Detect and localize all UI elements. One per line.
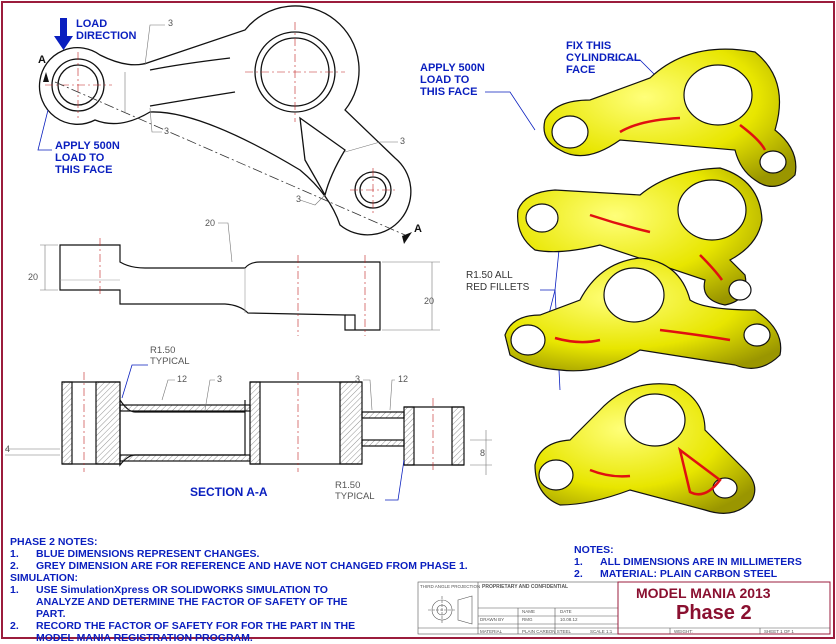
section-view [61, 381, 465, 467]
title-block [417, 581, 831, 635]
section-leaders [121, 364, 405, 501]
iso-view-4 [534, 383, 756, 514]
general-note-item: 1. ALL DIMENSIONS ARE IN MILLIMETERS [574, 556, 802, 568]
apply-load-left-label: APPLY 500N LOAD TO THIS FACE [55, 140, 120, 176]
load-direction-label: LOAD DIRECTION [76, 18, 137, 42]
side-view [59, 244, 381, 331]
dim-sec-12a: 12 [177, 374, 188, 384]
dim-sec-4: 4 [5, 444, 11, 454]
apply-load-right-label: APPLY 500N LOAD TO THIS FACE [420, 62, 485, 98]
iso-view-3 [504, 257, 782, 372]
iso-view-2 [517, 167, 763, 306]
phase-note-item: 2. GREY DIMENSION ARE FOR REFERENCE AND … [10, 560, 468, 572]
weight-label: WEIGHT: [674, 629, 693, 634]
section-title: SECTION A-A [190, 485, 268, 499]
dim-sec-8: 8 [480, 448, 486, 458]
section-arrow-right [402, 232, 412, 244]
dim-top-3a: 3 [168, 18, 174, 28]
date-value: 10.08.12 [560, 617, 578, 622]
phase-note-item: 1. BLUE DIMENSIONS REPRESENT CHANGES. [10, 548, 260, 560]
section-arrow-left [43, 72, 49, 82]
section-dims [5, 379, 492, 475]
simulation-heading: SIMULATION: [10, 572, 79, 584]
proprietary-label: PROPRIETARY AND CONFIDENTIAL [482, 584, 569, 590]
section-mark-top: A [38, 54, 46, 66]
general-notes-heading: NOTES: [574, 544, 614, 556]
fix-face-label: FIX THIS CYLINDRICAL FACE [566, 40, 641, 76]
dim-top-3c: 3 [400, 136, 406, 146]
r150-top-label: R1.50 TYPICAL [150, 345, 190, 367]
general-note-item: 2. MATERIAL: PLAIN CARBON STEEL [574, 568, 778, 580]
dim-sec-3a: 3 [217, 374, 223, 384]
dim-mid-20-right: 20 [424, 296, 435, 306]
general-notes: NOTES: 1. ALL DIMENSIONS ARE IN MILLIMET… [574, 544, 834, 580]
dim-mid-20-left: 20 [28, 272, 39, 282]
load-arrow-icon [54, 18, 73, 50]
dim-sec-3b: 3 [355, 374, 361, 384]
phase-notes-heading: PHASE 2 NOTES: [10, 536, 98, 548]
red-fillets-label: R1.50 ALL RED FILLETS [466, 270, 530, 293]
drawing-title: MODEL MANIA 2013 [636, 585, 771, 601]
dim-sec-12b: 12 [398, 374, 409, 384]
iso-view-1 [543, 48, 797, 187]
section-mark-bottom: A [414, 223, 422, 235]
drawn-by-value: RMG [522, 617, 533, 622]
center-lines-top [45, 22, 398, 213]
material-label: MATERIAL [480, 629, 503, 634]
date-header: DATE [560, 609, 572, 614]
side-dims [40, 222, 440, 331]
drawing-subtitle: Phase 2 [676, 602, 752, 624]
section-line [54, 81, 406, 236]
name-header: NAME [522, 609, 536, 614]
dim-mid-20-top: 20 [205, 218, 216, 228]
dim-top-3d: 3 [296, 194, 302, 204]
r150-bottom-label: R1.50 TYPICAL [335, 480, 375, 502]
projection-label: THIRD ANGLE PROJECTION [420, 584, 481, 589]
top-view [38, 5, 412, 236]
simulation-note-item: 1. USE SimulationXpress OR SOLIDWORKS SI… [10, 584, 348, 620]
scale-label: SCALE 1:1 [590, 629, 613, 634]
phase-notes: PHASE 2 NOTES: 1. BLUE DIMENSIONS REPRES… [10, 536, 570, 644]
sheet-label: SHEET 1 OF 1 [764, 629, 794, 634]
material-value: PLAIN CARBON STEEL [522, 629, 572, 634]
drawn-by-label: DRAWN BY [480, 617, 505, 622]
dim-top-3b: 3 [164, 126, 170, 136]
